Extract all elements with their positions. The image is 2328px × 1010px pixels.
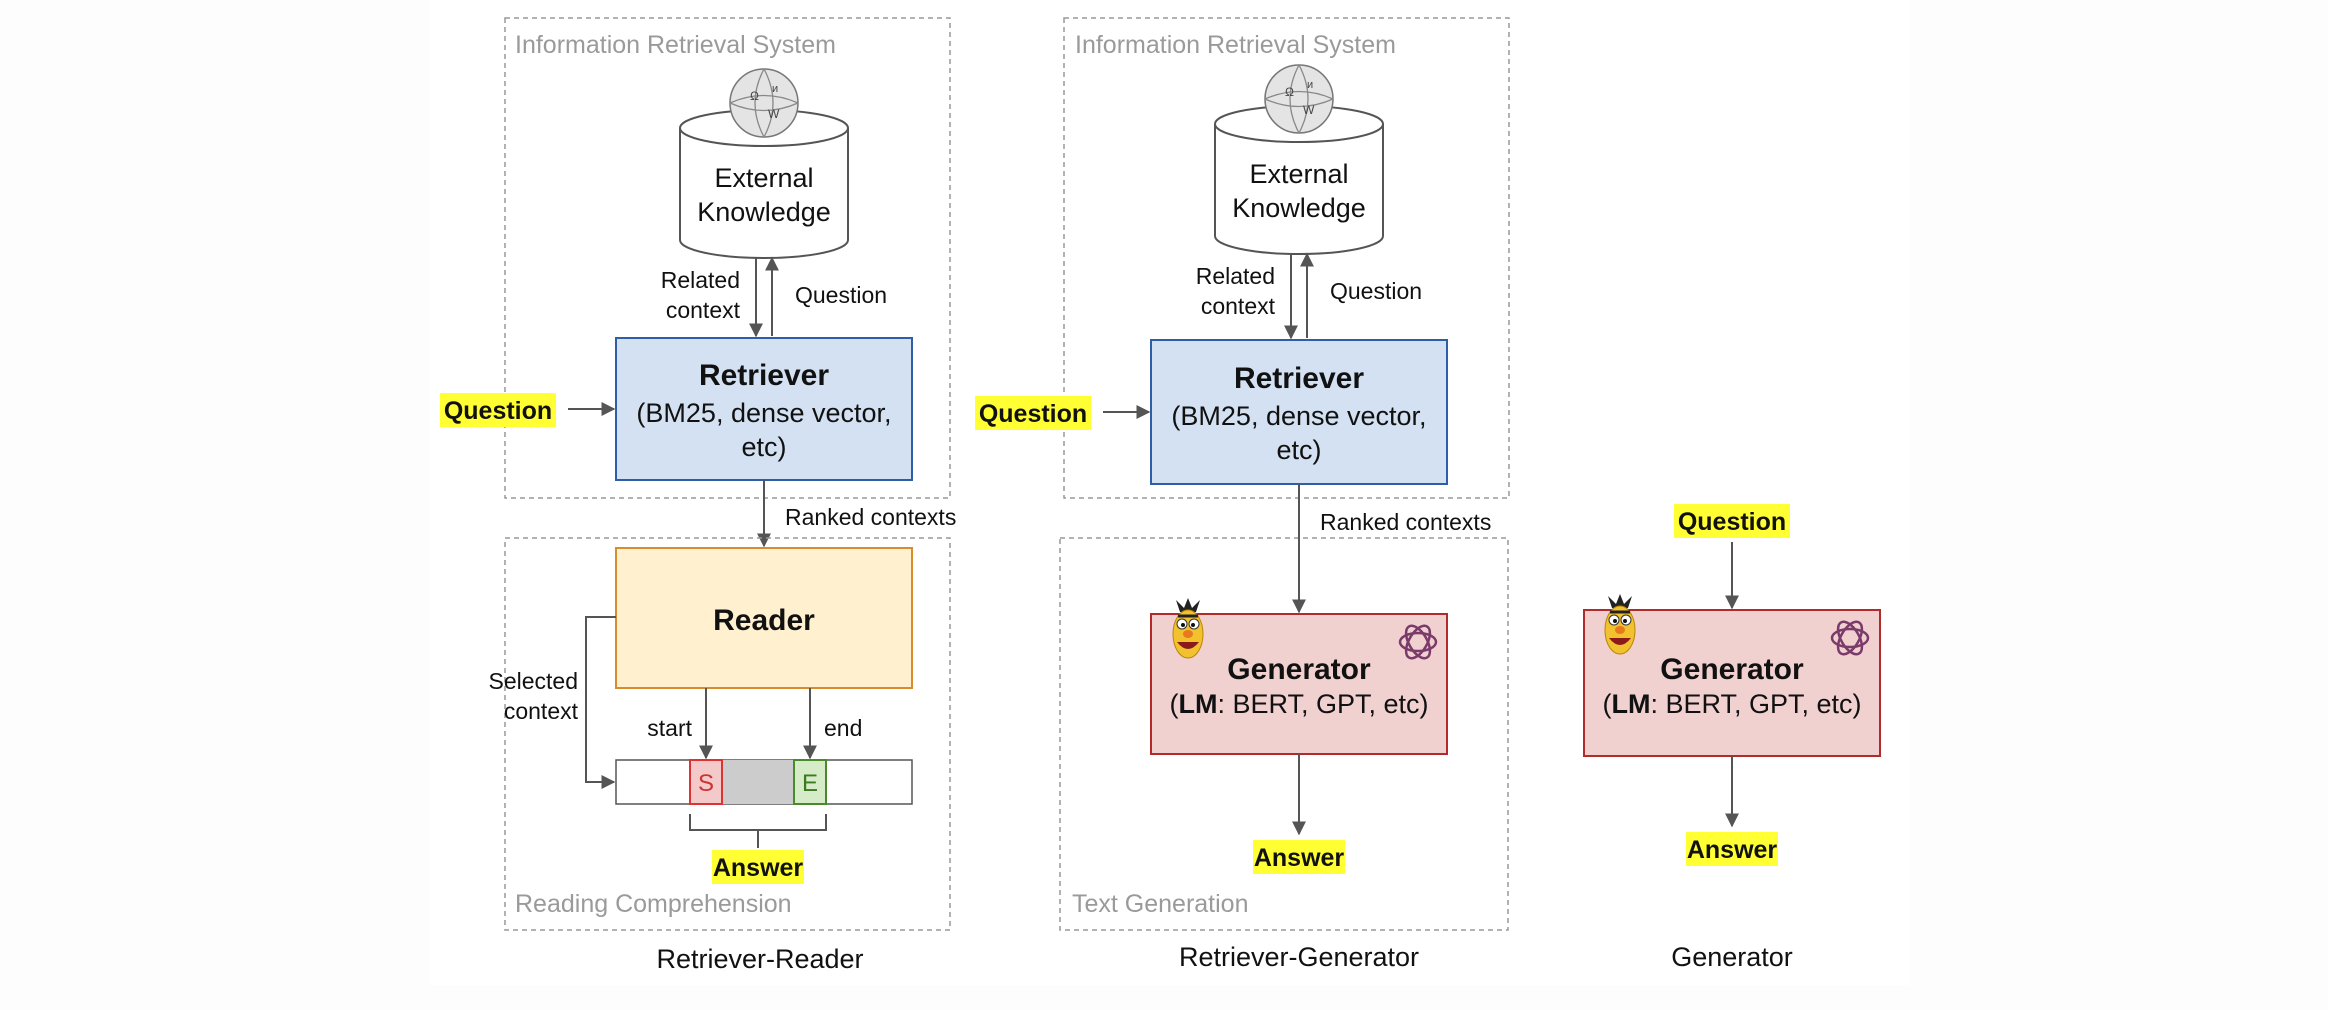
retriever-desc-line2: etc) <box>741 432 786 462</box>
question-edge-label: Question <box>795 282 887 308</box>
answer-label: Answer <box>713 854 804 882</box>
retriever-box <box>615 337 913 481</box>
architecture-diagram: Information Retrieval System External Kn… <box>440 17 1881 974</box>
reading-comprehension-label: Reading Comprehension <box>515 890 792 918</box>
selected-context-label-line2: context <box>504 698 579 724</box>
openai-logo-icon <box>1398 624 1438 660</box>
question-highlight <box>440 393 556 427</box>
answer-span-fill <box>720 760 796 804</box>
bert-muppet-icon <box>1604 594 1636 655</box>
related-context-label-line1: Related <box>1196 263 1275 289</box>
ir-system-region <box>504 17 951 499</box>
reader-title: Reader <box>713 604 815 637</box>
knowledge-label-line1: External <box>1249 159 1348 189</box>
generator-title: Generator <box>1227 653 1371 686</box>
related-context-label-line2: context <box>666 297 741 323</box>
ranked-contexts-label: Ranked contexts <box>1320 509 1491 535</box>
generator-only-panel: Question Generator (LM: BERT, GPT, etc) … <box>1583 504 1881 972</box>
wikipedia-globe-icon: Ω W и <box>729 68 799 138</box>
retriever-desc-line1: (BM25, dense vector, <box>636 398 891 428</box>
end-marker-box <box>793 759 827 805</box>
ir-system-label: Information Retrieval System <box>515 31 836 59</box>
svg-text:W: W <box>768 107 780 121</box>
related-context-label-line1: Related <box>661 267 740 293</box>
retriever-reader-panel: Information Retrieval System External Kn… <box>440 17 956 974</box>
retriever-desc-line2: etc) <box>1276 435 1321 465</box>
question-edge-label: Question <box>1330 278 1422 304</box>
svg-text:и: и <box>1307 79 1313 91</box>
ir-system-region <box>1063 17 1510 499</box>
answer-highlight <box>1253 840 1345 874</box>
answer-bracket <box>689 814 827 831</box>
retriever-box <box>1150 339 1448 485</box>
svg-text:и: и <box>772 83 778 95</box>
diagram-canvas: Information Retrieval System External Kn… <box>430 0 1910 985</box>
generator-desc: (LM: BERT, GPT, etc) <box>1169 689 1428 719</box>
openai-logo-icon <box>1830 620 1870 656</box>
knowledge-label-line1: External <box>714 163 813 193</box>
generator-title: Generator <box>1660 653 1804 686</box>
start-label: start <box>647 715 692 741</box>
retriever-title: Retriever <box>699 359 829 392</box>
generator-desc: (LM: BERT, GPT, etc) <box>1602 689 1861 719</box>
bert-muppet-icon <box>1172 598 1204 659</box>
ir-system-label: Information Retrieval System <box>1075 31 1396 59</box>
answer-highlight <box>1686 832 1778 866</box>
end-label: end <box>824 715 862 741</box>
retriever-title: Retriever <box>1234 362 1364 395</box>
reading-comprehension-region <box>504 537 951 931</box>
retriever-generator-caption: Retriever-Generator <box>1179 942 1419 972</box>
selected-context-label-line1: Selected <box>488 668 578 694</box>
answer-highlight <box>712 850 804 884</box>
question-highlight <box>975 396 1091 430</box>
question-input-label: Question <box>1678 508 1786 536</box>
svg-text:W: W <box>1303 103 1315 117</box>
knowledge-label-line2: Knowledge <box>697 197 831 227</box>
related-context-label-line2: context <box>1201 293 1276 319</box>
answer-label: Answer <box>1687 836 1778 864</box>
retriever-reader-caption: Retriever-Reader <box>656 944 863 974</box>
selected-context-arrow <box>585 616 616 789</box>
question-input-label: Question <box>444 397 552 425</box>
knowledge-label-line2: Knowledge <box>1232 193 1366 223</box>
question-input-label: Question <box>979 400 1087 428</box>
answer-label: Answer <box>1254 844 1345 872</box>
external-knowledge-database: External Knowledge <box>679 109 849 259</box>
svg-text:Ω: Ω <box>750 89 759 103</box>
end-marker: E <box>802 770 818 797</box>
retriever-generator-panel: Information Retrieval System External Kn… <box>975 17 1510 972</box>
generator-caption: Generator <box>1671 942 1793 972</box>
retriever-desc-line1: (BM25, dense vector, <box>1171 401 1426 431</box>
ranked-contexts-label: Ranked contexts <box>785 504 956 530</box>
start-marker-box <box>689 759 723 805</box>
reader-box <box>615 547 913 689</box>
text-generation-label: Text Generation <box>1072 890 1249 918</box>
svg-text:Ω: Ω <box>1285 85 1294 99</box>
external-knowledge-database: External Knowledge <box>1214 105 1384 255</box>
text-generation-region <box>1059 537 1509 931</box>
start-marker: S <box>698 770 714 797</box>
wikipedia-globe-icon: Ω W и <box>1264 64 1334 134</box>
question-highlight <box>1674 504 1790 538</box>
